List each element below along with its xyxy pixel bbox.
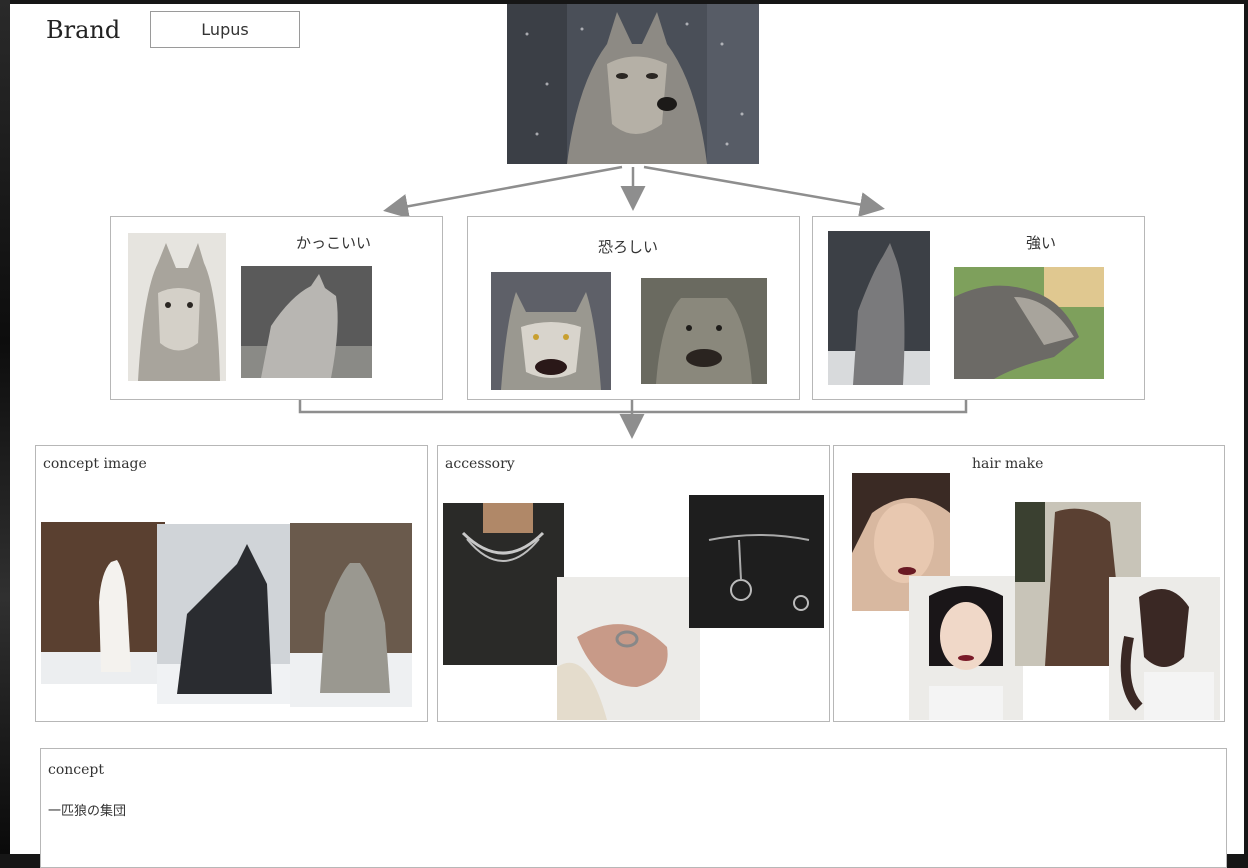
- background-edge: [0, 0, 10, 854]
- accessory-label: accessory: [445, 456, 515, 472]
- chain-belt-photo: [689, 495, 824, 628]
- main-wolf-photo: [507, 4, 759, 164]
- concept-text: 一匹狼の集団: [48, 804, 127, 819]
- black-wolf-photo: [157, 524, 290, 704]
- wolf-photo-cool-1: [128, 233, 226, 381]
- wolf-photo-scary-2: [641, 278, 767, 384]
- white-wolf-photo: [41, 522, 165, 684]
- connector-arrows: [298, 165, 968, 439]
- category-label-strong: 強い: [1026, 234, 1057, 252]
- category-label-scary: 恐ろしい: [598, 238, 659, 256]
- wolf-photo-strong-2: [954, 267, 1104, 379]
- gray-wolf-photo: [290, 523, 412, 707]
- category-label-cool: かっこいい: [296, 234, 372, 252]
- brand-name-field[interactable]: Lupus: [150, 11, 300, 48]
- wolf-photo-scary-1: [491, 272, 611, 390]
- wolf-photo-strong-1: [828, 231, 930, 385]
- necklace-photo: [443, 503, 564, 665]
- hair-make-label: hair make: [972, 456, 1044, 472]
- makeup-photo-2: [909, 576, 1023, 720]
- ring-photo: [557, 577, 700, 720]
- concept-panel: [40, 748, 1227, 868]
- wolf-photo-cool-2: [241, 266, 372, 378]
- concept-image-label: concept image: [43, 456, 147, 472]
- brand-label: Brand: [46, 16, 121, 44]
- hair-photo-2: [1109, 577, 1220, 720]
- concept-heading: concept: [48, 762, 104, 778]
